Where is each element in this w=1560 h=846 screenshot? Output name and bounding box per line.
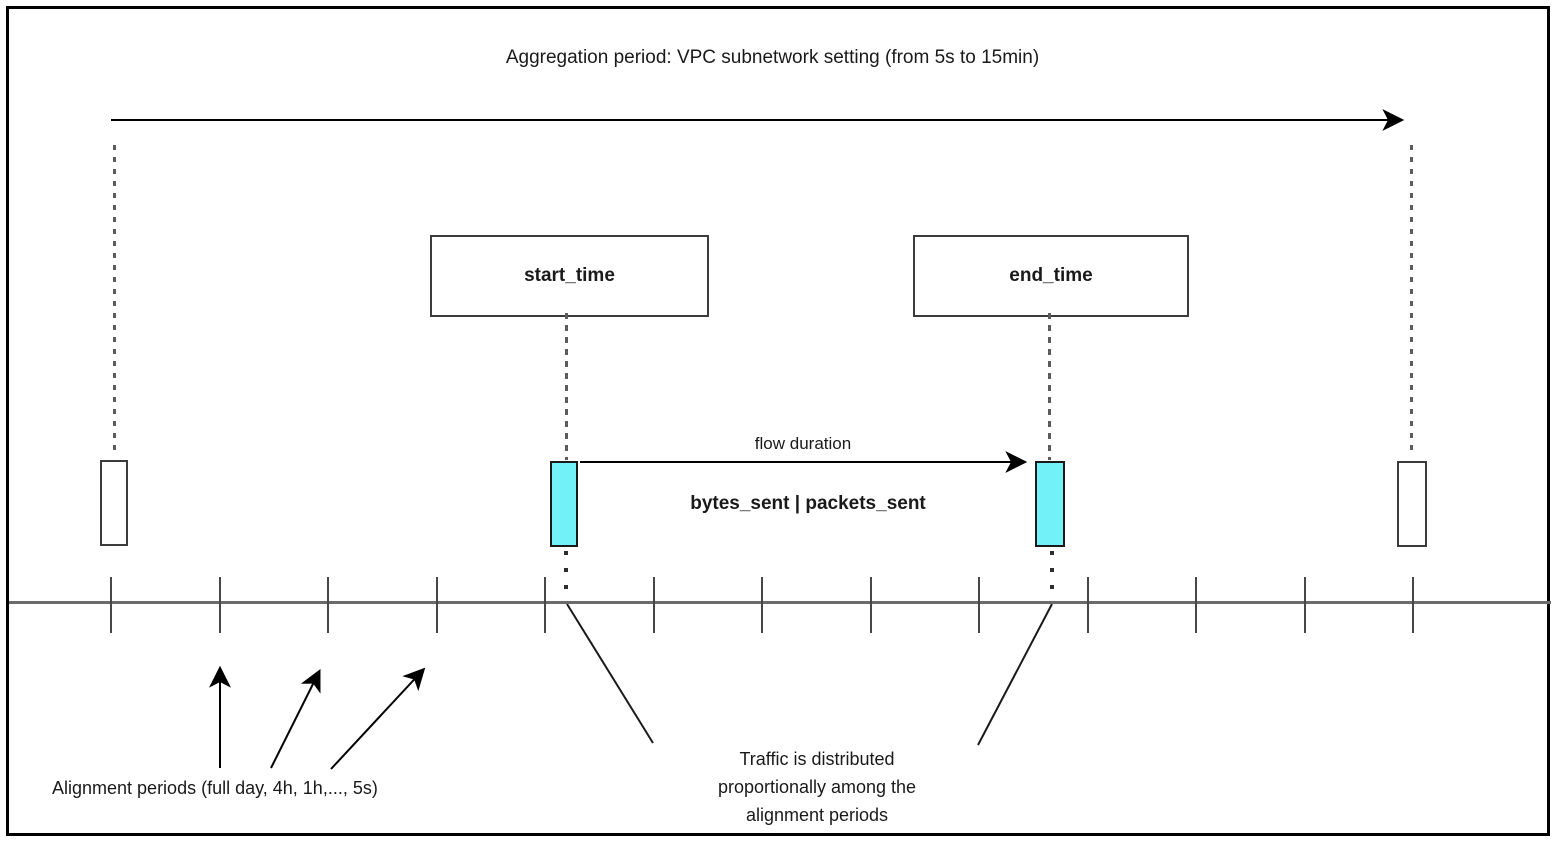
- left-period-dashed-line: [113, 145, 116, 455]
- traffic-note-line: proportionally among the: [717, 777, 917, 797]
- left-empty-sample-bar: [100, 460, 128, 546]
- timeline-axis: [9, 601, 1551, 604]
- timeline-tick: [1086, 577, 1089, 633]
- diagram-title: Aggregation period: VPC subnetwork setti…: [505, 47, 1040, 68]
- end-time-sample-bar: [1035, 461, 1065, 547]
- start-bar-dotted-drop: [564, 551, 568, 604]
- timeline-tick: [110, 577, 112, 633]
- start-time-dashed-connector: [565, 313, 568, 460]
- timeline-tick: [1412, 577, 1414, 633]
- end-bar-dotted-drop: [1050, 551, 1054, 604]
- timeline-tick: [652, 577, 655, 633]
- timeline-tick: [978, 577, 980, 633]
- outer-frame: [6, 6, 1550, 836]
- timeline-tick: [1195, 577, 1197, 633]
- start-time-box: start_time: [430, 235, 709, 317]
- traffic-note: Traffic is distributed proportionally am…: [617, 745, 1017, 829]
- start-time-sample-bar: [550, 461, 578, 547]
- end-time-box: end_time: [913, 235, 1189, 317]
- timeline-tick: [327, 577, 329, 633]
- traffic-note-line: Traffic is distributed: [739, 749, 895, 769]
- flow-duration-label: flow duration: [754, 434, 852, 453]
- right-period-dashed-line: [1410, 145, 1413, 455]
- timeline-tick: [544, 577, 546, 633]
- end-time-label: end_time: [1009, 265, 1093, 286]
- timeline-tick: [435, 577, 438, 633]
- timeline-tick: [869, 577, 872, 633]
- traffic-note-line: alignment periods: [745, 805, 889, 825]
- timeline-tick: [761, 577, 763, 633]
- right-empty-sample-bar: [1397, 461, 1427, 547]
- start-time-label: start_time: [524, 265, 615, 286]
- timeline-tick: [1303, 577, 1306, 633]
- end-time-dashed-connector: [1048, 313, 1051, 460]
- metrics-label: bytes_sent | packets_sent: [690, 493, 926, 514]
- timeline-tick: [218, 577, 221, 633]
- alignment-periods-label: Alignment periods (full day, 4h, 1h,...,…: [52, 778, 378, 798]
